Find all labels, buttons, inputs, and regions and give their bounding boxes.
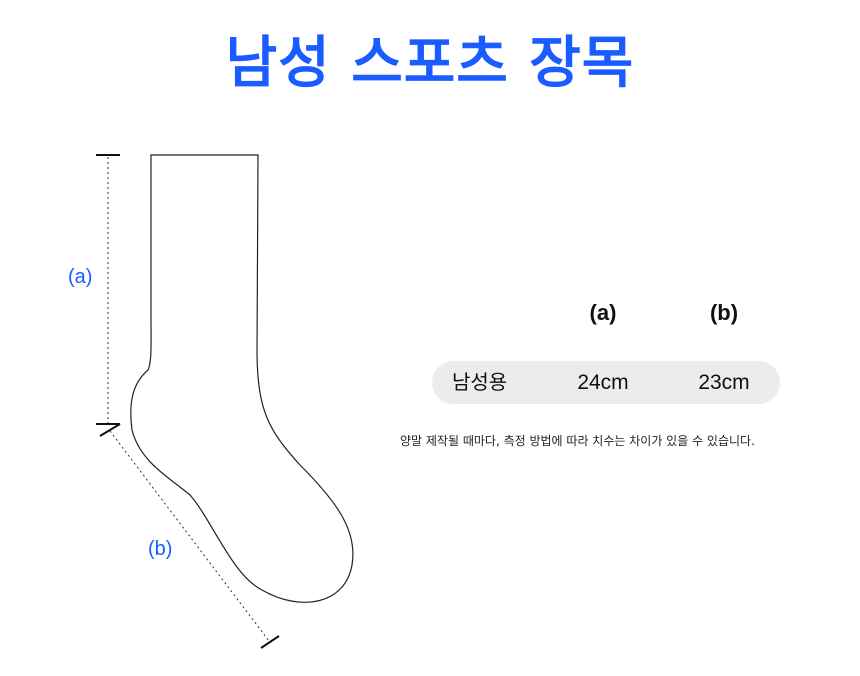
dimension-a bbox=[96, 154, 120, 425]
measurement-note: 양말 제작될 때마다, 측정 방법에 따라 치수는 차이가 있을 수 있습니다. bbox=[400, 434, 755, 448]
sock-outline bbox=[130, 154, 354, 603]
dimension-a-label: (a) bbox=[68, 266, 93, 288]
size-value-b: 23cm bbox=[698, 371, 750, 394]
size-value-a: 24cm bbox=[577, 371, 629, 394]
size-row-men: 남성용 24cm 23cm bbox=[432, 361, 780, 404]
column-header-b: (b) bbox=[709, 300, 739, 325]
dimension-b-label: (b) bbox=[148, 538, 173, 560]
dimension-b bbox=[99, 423, 280, 649]
row-label: 남성용 bbox=[452, 370, 508, 394]
page-title: 남성 스포츠 장목 bbox=[225, 31, 635, 96]
column-header-a: (a) bbox=[589, 300, 617, 325]
